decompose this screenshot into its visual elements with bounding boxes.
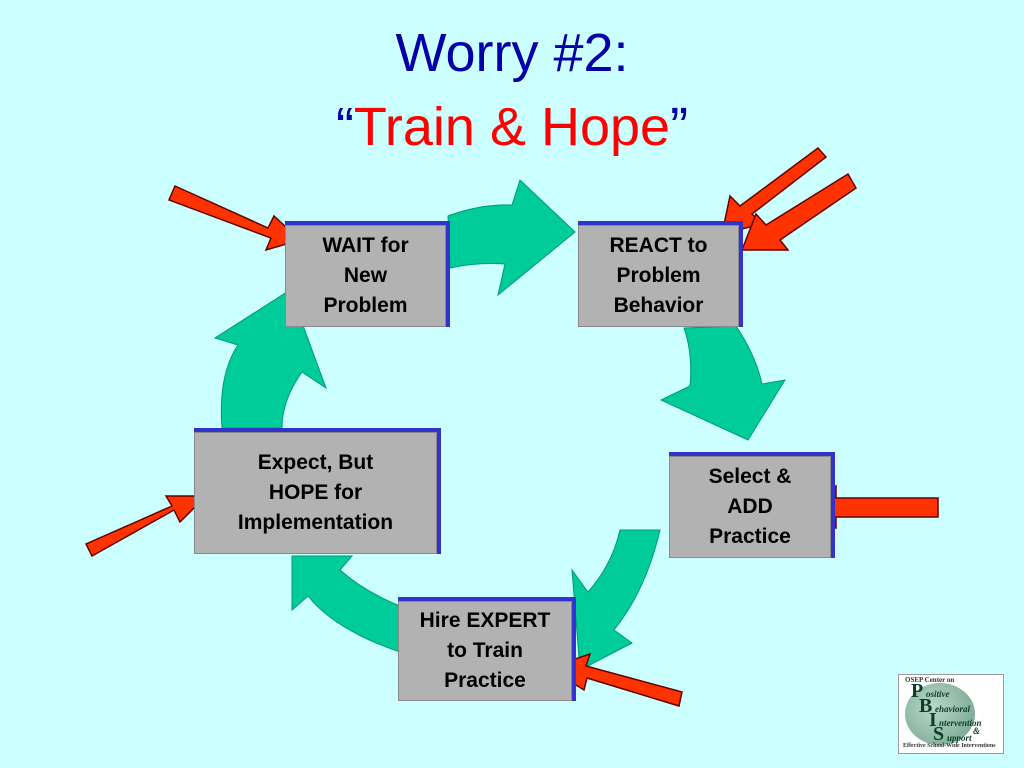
node-react-label: REACT to Problem Behavior <box>609 234 708 317</box>
cycle-arrow-react-to-select <box>659 325 787 441</box>
logo-letter-i: I <box>929 709 937 731</box>
logo-circle <box>905 683 975 745</box>
logo-word-intervention: ntervention <box>939 718 982 728</box>
node-expect-label: Expect, But HOPE for Implementation <box>237 451 394 534</box>
logo-letter-b: B <box>919 695 933 717</box>
logo-footer: Effective School-Wide Interventions <box>903 743 996 749</box>
cycle-arrow-wait-to-react <box>447 179 576 297</box>
pointer-arrow-expect <box>84 495 208 558</box>
node-react-to-problem-behavior: REACT to Problem Behavior <box>578 221 743 327</box>
quote-close: ” <box>670 97 689 157</box>
quote-open: “ <box>335 97 354 157</box>
pointer-arrow-wait <box>168 185 302 252</box>
cycle-arrow-select-to-hire <box>571 529 661 671</box>
logo-word-support: upport <box>947 733 972 743</box>
logo-ampersand: & <box>973 726 981 736</box>
node-hire-expert: Hire EXPERT to Train Practice <box>398 597 576 701</box>
title-train-hope-text: Train & Hope <box>353 97 671 157</box>
logo-word-behavioral: ehavioral <box>935 704 970 714</box>
node-select-label: Select & ADD Practice <box>708 465 792 548</box>
title-train-hope: “Train & Hope” <box>0 96 1024 158</box>
pbis-logo: OSEP Center on P ositive B ehavioral I n… <box>898 674 1004 754</box>
node-select-add-practice: Select & ADD Practice <box>669 452 835 558</box>
logo-word-positive: ositive <box>926 689 950 699</box>
logo-header: OSEP Center on <box>905 676 955 684</box>
logo-letter-s: S <box>933 723 945 745</box>
node-wait-for-new-problem: WAIT for New Problem <box>285 221 450 327</box>
pointer-arrow-react-upper <box>721 146 828 236</box>
title-worry: Worry #2: <box>395 23 629 83</box>
node-expect-hope: Expect, But HOPE for Implementation <box>194 428 441 554</box>
cycle-arrow-hire-to-expect <box>291 555 401 653</box>
node-hire-label: Hire EXPERT to Train Practice <box>419 609 551 692</box>
node-wait-label: WAIT for New Problem <box>322 234 409 317</box>
logo-letter-p: P <box>911 680 924 702</box>
pointer-arrow-react-lower <box>740 172 857 251</box>
